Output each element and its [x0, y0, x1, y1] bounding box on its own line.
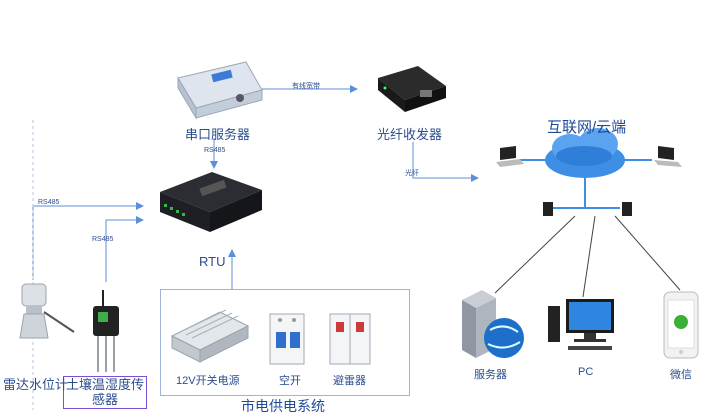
- label-serial-server: 串口服务器: [185, 127, 251, 142]
- internet-cloud-icon: [520, 128, 652, 209]
- phone-icon: [663, 291, 699, 359]
- label-mains-system: 市电供电系统: [241, 398, 325, 414]
- monitor-left-icon: [543, 202, 553, 216]
- server-icon: [462, 290, 524, 358]
- soil-sensor-icon: [93, 290, 119, 372]
- link-label-radar-rs485: RS485: [38, 199, 60, 206]
- label-server: 服务器: [474, 369, 507, 381]
- link-fiber-internet: [412, 142, 479, 182]
- breaker-icon: [269, 313, 305, 365]
- label-arrester: 避雷器: [333, 375, 366, 387]
- label-psu: 12V开关电源: [176, 375, 240, 387]
- label-wechat: 微信: [670, 369, 692, 381]
- radar-level-icon: [19, 283, 75, 339]
- laptop-right-icon: [654, 146, 682, 167]
- label-soil-sensor: 土壤温湿度传感器: [66, 377, 145, 407]
- soil-sensor-label-box: [63, 376, 147, 409]
- laptop-left-icon: [496, 146, 524, 167]
- label-pc: PC: [578, 366, 594, 378]
- link-label-wired-broadband: 有线宽带: [292, 83, 320, 90]
- label-internet-cloud: 互联网/云端: [547, 119, 627, 136]
- label-fiber-transceiver: 光纤收发器: [377, 127, 443, 142]
- link-soil-rtu: [105, 216, 144, 282]
- monitor-right-icon: [622, 202, 632, 216]
- label-breaker: 空开: [279, 375, 301, 387]
- mains-power-group: [160, 289, 410, 396]
- link-label-serial-rs485: RS485: [204, 147, 226, 154]
- pc-icon: [548, 299, 614, 350]
- fiber-transceiver-icon: [378, 66, 446, 112]
- link-cloud-wechat: [614, 215, 681, 291]
- label-radar-level: 雷达水位计: [3, 377, 69, 392]
- link-label-soil-rs485: RS485: [92, 236, 114, 243]
- label-rtu: RTU: [199, 254, 226, 269]
- arrester-icon: [329, 313, 371, 365]
- serial-server-icon: [177, 61, 263, 120]
- rtu-icon: [160, 172, 262, 232]
- psu-icon: [170, 309, 250, 363]
- link-label-fiber: 光纤: [405, 170, 419, 177]
- link-cloud-server: [494, 215, 576, 294]
- link-cloud-pc: [582, 215, 596, 298]
